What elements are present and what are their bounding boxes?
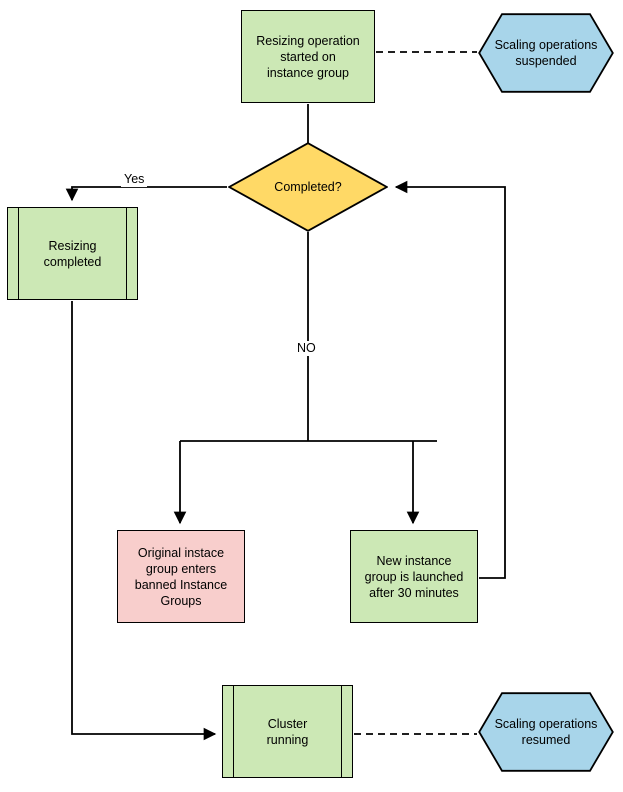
predefined-process-right-bar [341, 686, 342, 777]
edge-label-no: NO [294, 341, 319, 356]
scaling-operations-resumed-label: Scaling operations resumed [494, 717, 598, 747]
diamond-shape-icon [228, 142, 388, 232]
connector-decision-no [173, 232, 437, 525]
original-instance-group-banned-label: Original instace group enters banned Ins… [134, 545, 228, 608]
connector-decision-yes [65, 186, 227, 202]
completed-decision-label: Completed? [274, 180, 342, 194]
resizing-operation-started-node[interactable]: Resizing operation started on instance g… [241, 10, 375, 103]
connector-newgroup-loop-back [394, 180, 506, 579]
edge-label-yes: Yes [121, 172, 148, 187]
connector-resizing-to-cluster [71, 301, 217, 741]
hexagon-shape-icon [478, 692, 614, 772]
scaling-operations-resumed-node[interactable]: Scaling operations resumed [478, 692, 614, 772]
resizing-completed-node[interactable]: Resizing completed [7, 207, 138, 300]
predefined-process-left-bar [233, 686, 234, 777]
predefined-process-right-bar [126, 208, 127, 299]
resizing-completed-label: Resizing completed [43, 238, 102, 269]
predefined-process-left-bar [18, 208, 19, 299]
new-instance-group-launched-label: New instance group is launched after 30 … [364, 553, 464, 600]
hexagon-shape-icon [478, 13, 614, 93]
scaling-operations-suspended-node[interactable]: Scaling operations suspended [478, 13, 614, 93]
completed-decision-node[interactable]: Completed? [228, 142, 388, 232]
scaling-operations-suspended-label: Scaling operations suspended [494, 38, 598, 68]
resizing-operation-started-label: Resizing operation started on instance g… [256, 33, 360, 80]
cluster-running-label: Cluster running [266, 716, 309, 747]
new-instance-group-launched-node[interactable]: New instance group is launched after 30 … [350, 530, 478, 623]
original-instance-group-banned-node[interactable]: Original instace group enters banned Ins… [117, 530, 245, 623]
cluster-running-node[interactable]: Cluster running [222, 685, 353, 778]
